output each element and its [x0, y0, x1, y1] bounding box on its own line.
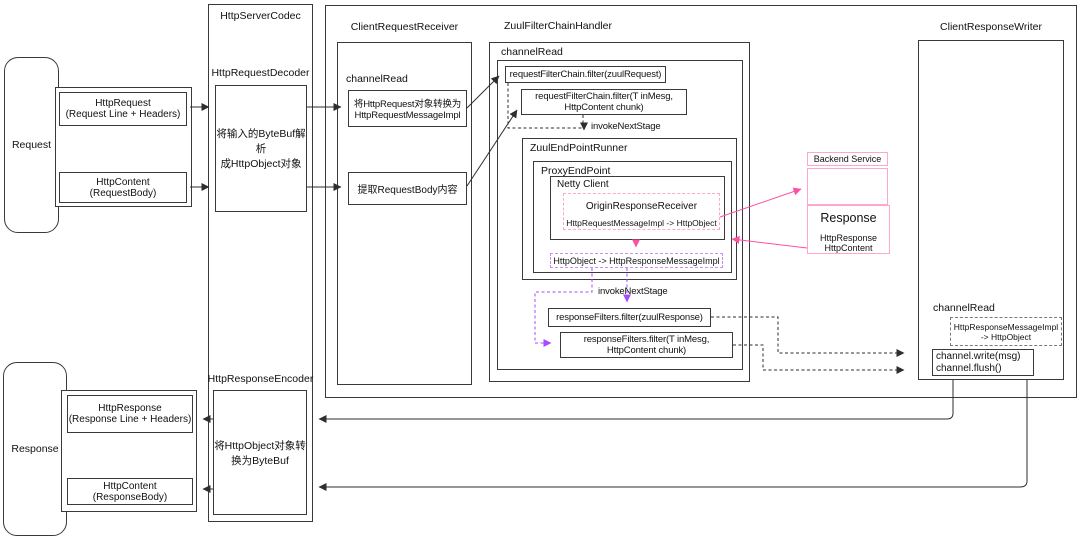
- client-request-receiver-channelread: channelRead: [346, 73, 408, 85]
- http-content-response-box: HttpContent (ResponseBody): [67, 478, 193, 505]
- backend-response-box: Response HttpResponse HttpContent: [807, 205, 890, 254]
- channel-write-box: channel.write(msg) channel.flush(): [932, 349, 1034, 376]
- response-swimlane: Response: [3, 362, 67, 536]
- origin-response-receiver-mapping: HttpRequestMessageImpl -> HttpObject: [566, 217, 717, 228]
- netty-client-label: Netty Client: [557, 179, 609, 190]
- backend-response-title: Response: [820, 211, 877, 225]
- response-filter-zuulresponse-box: responseFilters.filter(zuulResponse): [548, 308, 711, 327]
- response-label: Response: [11, 442, 59, 455]
- client-response-writer-title: ClientResponseWriter: [940, 20, 1042, 33]
- http-request-convert-box: 将HttpRequest对象转换为 HttpRequestMessageImpl: [348, 90, 467, 127]
- http-server-codec-title: HttpServerCodec: [220, 9, 301, 22]
- http-object-mapping-box: HttpObject -> HttpResponseMessageImpl: [550, 253, 723, 268]
- request-filter-zuulrequest-box: requestFilterChain.filter(zuulRequest): [505, 66, 666, 83]
- proxy-endpoint-label: ProxyEndPoint: [541, 165, 611, 177]
- request-filter-chunk-box: requestFilterChain.filter(T inMesg, Http…: [521, 89, 687, 115]
- response-filter-chunk-box: responseFilters.filter(T inMesg, HttpCon…: [560, 332, 733, 358]
- zuul-endpoint-runner-label: ZuulEndPointRunner: [530, 142, 628, 154]
- response-mapping-box: HttpResponseMessageImpl -> HttpObject: [950, 317, 1062, 346]
- zuul-filter-chain-title: ZuulFilterChainHandler: [504, 20, 612, 32]
- http-response-encoder-label: HttpResponseEncoder: [207, 372, 314, 385]
- client-request-receiver-title: ClientRequestReceiver: [350, 20, 459, 33]
- backend-buffer-box: [807, 168, 888, 205]
- request-body-extract-box: 提取RequestBody内容: [348, 172, 467, 205]
- http-request-box: HttpRequest (Request Line + Headers): [59, 92, 187, 126]
- http-response-box: HttpResponse (Response Line + Headers): [67, 395, 193, 433]
- request-label: Request: [11, 138, 52, 151]
- origin-response-receiver-title: OriginResponseReceiver: [585, 201, 698, 212]
- backend-response-body: HttpResponse HttpContent: [819, 233, 878, 253]
- zuul-filter-chain-channelread: channelRead: [501, 46, 563, 58]
- client-response-writer-channelread: channelRead: [933, 302, 995, 314]
- request-swimlane: Request: [4, 57, 59, 233]
- invoke-next-stage-label-2: invokeNextStage: [598, 286, 668, 297]
- origin-response-receiver-box: OriginResponseReceiver HttpRequestMessag…: [563, 193, 720, 230]
- http-content-box: HttpContent (RequestBody): [59, 172, 187, 203]
- http-response-encoder-box: 将HttpObject对象转 换为ByteBuf: [213, 390, 307, 515]
- http-request-decoder-label: HttpRequestDecoder: [211, 66, 310, 79]
- http-request-decoder-box: 将输入的ByteBuf解析 成HttpObject对象: [215, 85, 307, 212]
- invoke-next-stage-label-1: invokeNextStage: [591, 121, 661, 132]
- backend-service-box: Backend Service: [807, 152, 888, 166]
